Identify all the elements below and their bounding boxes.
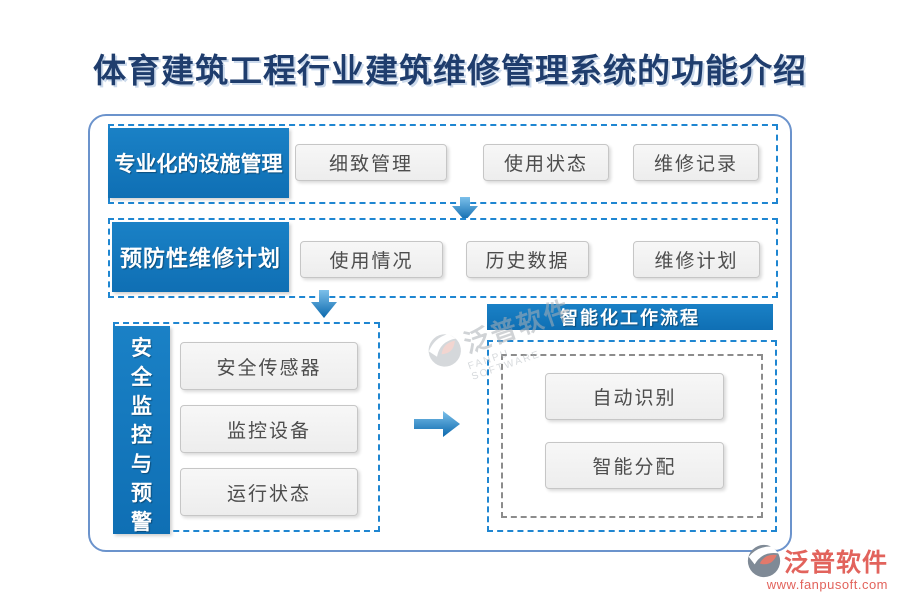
section-workflow-group [487,340,777,532]
feature-detailed-management[interactable]: 细致管理 [295,144,447,181]
section-preventive-label: 预防性维修计划 [112,222,289,292]
workflow-inner-frame [501,354,763,518]
feature-safety-sensors[interactable]: 安全传感器 [180,342,358,390]
right-arrow-icon [414,411,460,437]
section-facility-label: 专业化的设施管理 [108,128,289,198]
feature-intelligent-dispatch[interactable]: 智能分配 [545,442,724,489]
feature-repair-plan[interactable]: 维修计划 [633,241,760,278]
page-title: 体育建筑工程行业建筑维修管理系统的功能介绍 [93,54,807,90]
down-arrow-icon [311,290,337,318]
fanpu-logo-icon [747,544,781,578]
feature-usage-condition[interactable]: 使用情况 [300,241,443,278]
section-safety-label-text: 安全监控与预警 [130,337,152,534]
feature-auto-identification[interactable]: 自动识别 [545,373,724,420]
footer-brand-name: 泛普软件 [783,550,888,577]
feature-repair-records[interactable]: 维修记录 [633,144,759,181]
feature-history-data[interactable]: 历史数据 [466,241,589,278]
down-arrow-icon [452,197,478,221]
feature-operating-status[interactable]: 运行状态 [180,468,358,516]
footer-brand: 泛普软件 www.fanpusoft.com [738,543,888,592]
footer-url-link[interactable]: www.fanpusoft.com [766,577,888,592]
diagram-outer-frame [88,114,792,552]
feature-usage-status[interactable]: 使用状态 [483,144,609,181]
feature-monitoring-equipment[interactable]: 监控设备 [180,405,358,453]
section-workflow-label: 智能化工作流程 [487,304,773,330]
section-safety-label: 安全监控与预警 [113,326,170,534]
